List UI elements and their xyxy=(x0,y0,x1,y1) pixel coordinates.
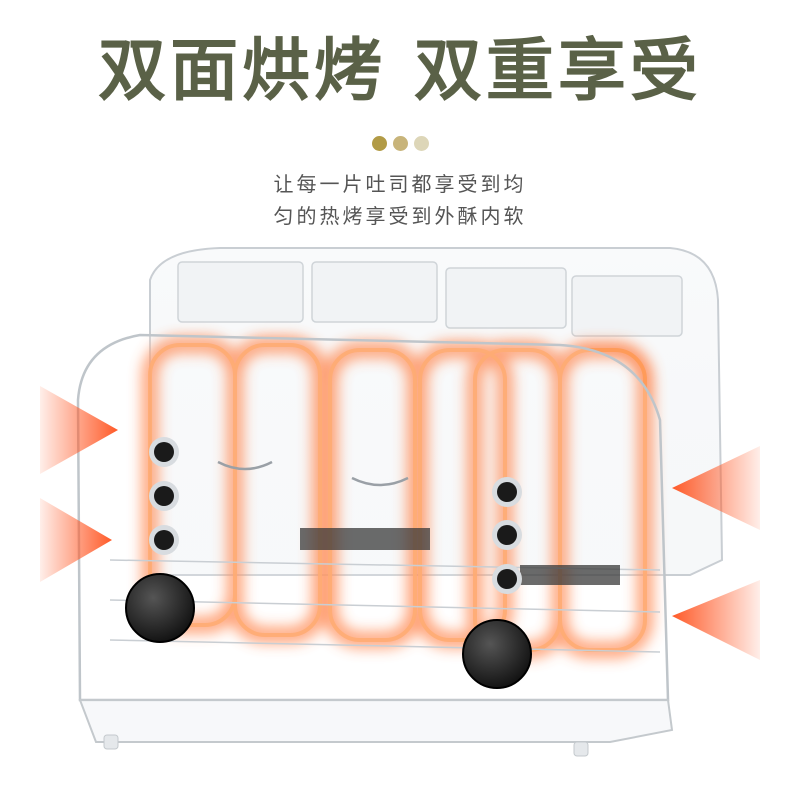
large-knobs xyxy=(125,573,532,689)
slot-4 xyxy=(571,275,683,337)
subtitle-line-1: 让每一片吐司都享受到均 xyxy=(273,172,527,196)
dot-2 xyxy=(392,136,408,151)
lever-handles xyxy=(217,460,409,487)
small-knobs-left xyxy=(149,437,179,555)
toaster-illustration xyxy=(40,247,760,757)
small-knobs-right xyxy=(492,477,522,594)
heat-arrow-left-bottom xyxy=(40,498,112,582)
heat-arrow-right-bottom xyxy=(672,580,760,660)
headline: 双面烘烤 双重享受 xyxy=(98,32,702,111)
dot-3 xyxy=(413,136,429,151)
dot-1 xyxy=(371,136,387,151)
toaster-body-back xyxy=(149,247,724,576)
slot-3 xyxy=(445,267,567,329)
slot-2 xyxy=(311,261,438,323)
slot-1 xyxy=(177,261,304,323)
heat-arrows xyxy=(40,386,760,660)
subtitle-line-2: 匀的热烤享受到外酥内软 xyxy=(273,204,527,228)
heat-arrow-right-top xyxy=(672,446,760,530)
decorative-dots xyxy=(0,136,800,151)
heat-arrow-left-top xyxy=(40,386,118,474)
crumb-rack xyxy=(109,528,661,653)
